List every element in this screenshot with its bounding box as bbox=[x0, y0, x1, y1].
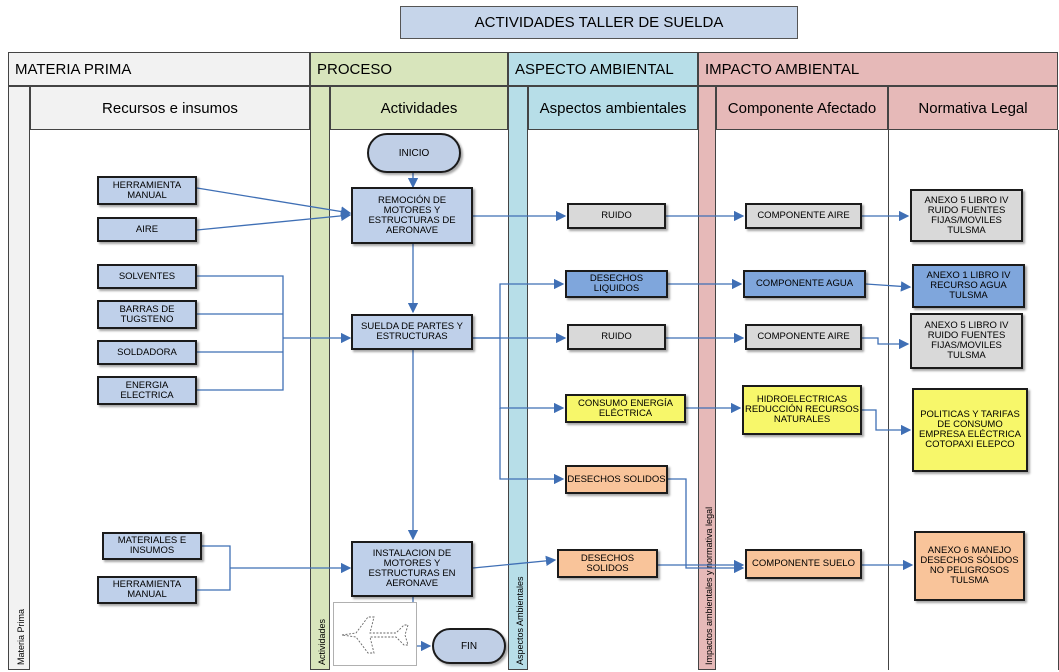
header-normativa: Normativa Legal bbox=[888, 86, 1058, 130]
component-suelo: COMPONENTE SUELO bbox=[745, 549, 862, 579]
input-herramienta-manual: HERRAMIENTA MANUAL bbox=[97, 176, 197, 205]
component-agua: COMPONENTE AGUA bbox=[743, 270, 866, 298]
input-herramienta-manual-2: HERRAMIENTA MANUAL bbox=[97, 576, 197, 604]
input-materiales-insumos: MATERIALES E INSUMOS bbox=[102, 532, 202, 560]
process-fin: FIN bbox=[432, 628, 506, 664]
input-solventes: SOLVENTES bbox=[97, 264, 197, 289]
header-aspectos: Aspectos ambientales bbox=[528, 86, 698, 130]
component-hidroelectricas: HIDROELECTRICAS REDUCCIÓN RECURSOS NATUR… bbox=[742, 385, 862, 435]
regulation-anexo6: ANEXO 6 MANEJO DESECHOS SÓLIDOS NO PELIG… bbox=[914, 531, 1025, 601]
input-energia-electrica: ENERGIA ELECTRICA bbox=[97, 376, 197, 405]
process-remocion: REMOCIÓN DE MOTORES Y ESTRUCTURAS DE AER… bbox=[351, 187, 473, 244]
regulation-anexo5-1: ANEXO 5 LIBRO IV RUIDO FUENTES FIJAS/MOV… bbox=[910, 189, 1023, 242]
input-soldadora: SOLDADORA bbox=[97, 340, 197, 365]
header-componente: Componente Afectado bbox=[716, 86, 888, 130]
aspect-ruido-2: RUIDO bbox=[567, 324, 666, 350]
process-inicio: INICIO bbox=[367, 133, 461, 173]
column-divider bbox=[888, 130, 889, 670]
aspect-desechos-liquidos: DESECHOS LIQUIDOS bbox=[565, 270, 668, 298]
airplane-illustration bbox=[333, 602, 417, 666]
process-instalacion: INSTALACION DE MOTORES Y ESTRUCTURAS EN … bbox=[351, 541, 473, 597]
component-aire-1: COMPONENTE AIRE bbox=[745, 203, 862, 229]
lane-proceso: PROCESO bbox=[310, 52, 508, 86]
regulation-anexo5-2: ANEXO 5 LIBRO IV RUIDO FUENTES FIJAS/MOV… bbox=[910, 313, 1023, 369]
input-aire: AIRE bbox=[97, 217, 197, 242]
lane-impacto-ambiental: IMPACTO AMBIENTAL bbox=[698, 52, 1058, 86]
regulation-politicas-elepco: POLITICAS Y TARIFAS DE CONSUMO EMPRESA E… bbox=[912, 388, 1028, 472]
header-actividades: Actividades bbox=[330, 86, 508, 130]
aspect-desechos-solidos-1: DESECHOS SOLIDOS bbox=[565, 465, 668, 494]
process-suelda: SUELDA DE PARTES Y ESTRUCTURAS bbox=[351, 314, 473, 350]
lane-aspecto-ambiental: ASPECTO AMBIENTAL bbox=[508, 52, 698, 86]
header-recursos: Recursos e insumos bbox=[30, 86, 310, 130]
aspect-ruido-1: RUIDO bbox=[567, 203, 666, 229]
airplane-icon bbox=[341, 616, 409, 654]
regulation-anexo1: ANEXO 1 LIBRO IV RECURSO AGUA TULSMA bbox=[912, 264, 1025, 308]
diagram-title: ACTIVIDADES TALLER DE SUELDA bbox=[400, 6, 798, 39]
component-aire-2: COMPONENTE AIRE bbox=[745, 324, 862, 350]
input-barras-tugsteno: BARRAS DE TUGSTENO bbox=[97, 300, 197, 329]
lane-materia-prima: MATERIA PRIMA bbox=[8, 52, 310, 86]
aspect-consumo-energia: CONSUMO ENERGÍA ELÉCTRICA bbox=[565, 394, 686, 423]
aspect-desechos-solidos-2: DESECHOS SOLIDOS bbox=[557, 549, 658, 578]
